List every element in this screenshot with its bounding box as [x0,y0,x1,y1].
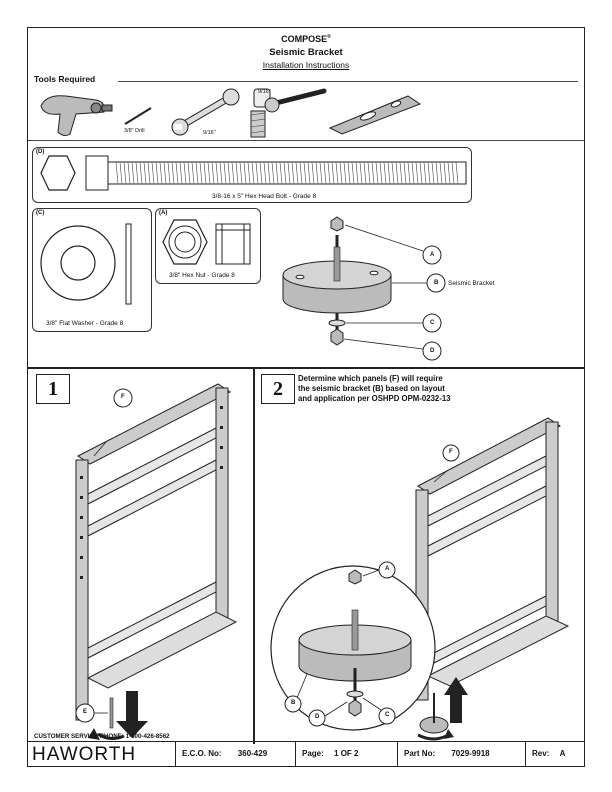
step-2-bracket-detail [270,561,436,731]
bolt-label: 3/8-16 x 5" Hex Head Bolt - Grade 8 [212,193,317,200]
step-1-callout-e: E [83,709,88,715]
rev-cell: Rev: A [525,742,583,766]
hex-nut-icon [162,219,251,265]
eco-cell: E.C.O. No: 360-429 [175,742,295,766]
socket-size-label: 9/16" [258,89,271,95]
step-1-callouts [75,388,133,723]
tools-bottom-divider [28,140,584,141]
footer-bar: HAWORTH E.C.O. No: 360-429 Page: 1 OF 2 … [28,741,584,766]
socket-wrench-icon [250,88,327,138]
customer-service-phone: CUSTOMER SERVICE PHONE: 1-800-426-8562 [34,733,170,740]
steps-column-divider [253,367,255,744]
nut-tag: (A) [159,210,168,216]
step-2-callout-a: A [385,566,390,572]
step-2-callout-d: D [315,714,320,720]
washer-label: 3/8" Flat Washer - Grade 8 [46,320,124,327]
impact-drill-icon [40,95,113,137]
step-2-panel-diagram [415,417,570,701]
step-2-lift-arrow-icon [417,677,468,741]
callout-a: A [430,252,435,258]
step-2-instructions: Determine which panels (F) will require … [298,374,451,404]
page-subtitle: Installation Instructions [262,60,350,70]
tools-divider [118,81,578,82]
document-frame: COMPOSE® Seismic Bracket Installation In… [27,27,585,767]
washer-tag: (C) [36,210,45,216]
steps-divider [28,367,584,369]
part-no-label: Part No: [404,749,436,758]
step-2-callout-c: C [385,712,390,718]
step-2-callout-b: B [291,700,296,706]
level-icon [328,95,422,135]
step-2-line-2: the seismic bracket (B) based on layout [298,384,445,393]
step-2-line-1: Determine which panels (F) will require [298,374,443,383]
step-1-callout-f: F [121,394,125,400]
bolt-tag: (D) [36,149,45,155]
nut-label: 3/8" Hex Nut - Grade 8 [169,272,235,279]
drill-bit-label: 3/8" Drill [124,128,145,134]
page-cell: Page: 1 OF 2 [295,742,397,766]
step-1-panel-diagram [75,383,238,741]
step-2-number: 2 [261,374,295,404]
callout-c: C [430,320,435,326]
step-2-line-3: and application per OSHPD OPM-0232-13 [298,394,451,403]
bracket-label: Seismic Bracket [448,280,495,287]
tools-required-label: Tools Required [34,74,96,84]
drill-bit-icon [124,107,152,125]
brand-title: COMPOSE® [281,34,331,44]
rev-value: A [559,749,566,758]
part-no-cell: Part No: 7029-9918 [397,742,525,766]
wrench-size-label: 9/16" [203,130,216,136]
haworth-logo: HAWORTH [32,744,137,765]
step-2-callout-f-circle [442,444,460,462]
seismic-bracket-exploded-diagram [282,216,446,361]
step-2-callout-f: F [449,449,453,455]
hex-bolt-icon [85,155,467,191]
page-title: Seismic Bracket [269,47,343,58]
callout-b: B [434,280,439,286]
wrench-icon [171,88,240,136]
eco-label: E.C.O. No: [182,749,222,758]
part-no-value: 7029-9918 [451,749,490,758]
page-value: 1 OF 2 [334,749,359,758]
callout-d: D [430,348,435,354]
page-label: Page: [302,749,324,758]
hex-bolt-head-icon [40,155,76,191]
flat-washer-icon [40,223,132,305]
step-1-number: 1 [36,374,70,404]
eco-value: 360-429 [237,749,268,758]
rev-label: Rev: [532,749,550,758]
